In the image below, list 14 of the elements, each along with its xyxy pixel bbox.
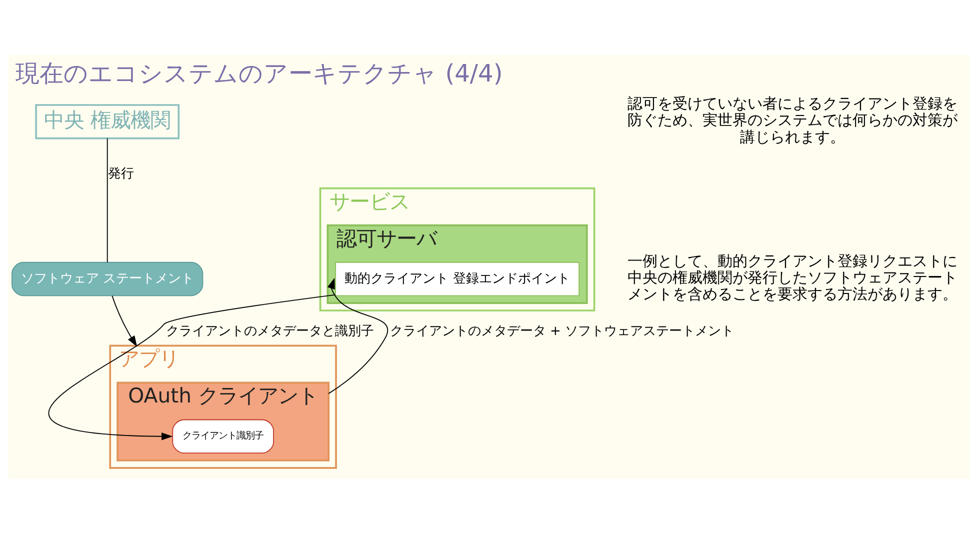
node-box: ソフトウェア ステートメント [12,262,204,296]
node-box: 中央 権威機関 [35,104,180,140]
edge-label: クライアントのメタデータ + ソフトウェアステートメント [390,324,734,339]
diagram-title: 現在のエコシステムのアーキテクチャ (4/4) [16,60,503,88]
edge-label: 発行 [108,166,134,182]
label: 認可を受けていない者によるクライアント登録を防ぐため、実世界のシステムでは何らかの対策が講じられます。 [627,96,958,146]
arrow [48,294,336,440]
node-box: クライアント識別子 [172,419,274,454]
connector [106,138,108,263]
edge-label: クライアントのメタデータと識別子 [166,324,374,339]
node-box: 動的クライアント 登録エンドポイント [335,262,580,296]
arrow [112,295,138,347]
arrow [327,278,388,394]
label: 一例として、動的クライアント登録リクエストに中央の権威機関が発行したソフトウェアステートメントを含めることを要求する方法があります。 [627,252,958,304]
